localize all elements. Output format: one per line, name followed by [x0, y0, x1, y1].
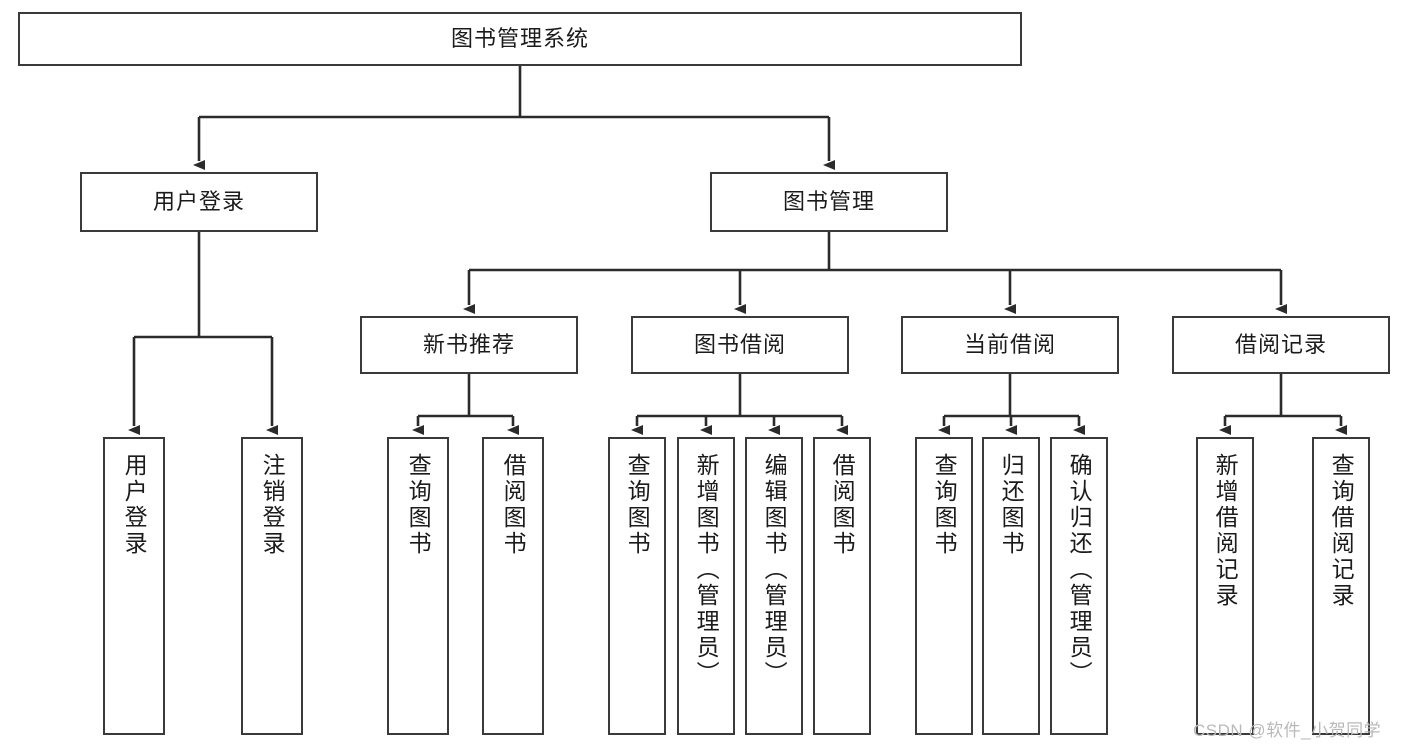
node-leaf-edit-book[interactable]: 编辑图书（管理员）	[745, 437, 803, 735]
node-leaf-borrow-book-bo[interactable]: 借阅图书	[813, 437, 871, 735]
node-label: 新增借阅记录	[1212, 453, 1239, 609]
node-label: 借阅图书	[829, 453, 856, 557]
node-root[interactable]: 图书管理系统	[18, 12, 1022, 66]
node-leaf-return-book[interactable]: 归还图书	[982, 437, 1040, 735]
node-label: 归还图书	[998, 453, 1025, 557]
node-label: 编辑图书（管理员）	[761, 453, 788, 687]
node-borrow-record[interactable]: 借阅记录	[1172, 316, 1390, 374]
node-leaf-query-book-cur[interactable]: 查询图书	[915, 437, 973, 735]
node-label: 借阅记录	[1234, 331, 1327, 357]
node-leaf-query-book-rec[interactable]: 查询图书	[387, 437, 449, 735]
node-current-borrow[interactable]: 当前借阅	[901, 316, 1119, 374]
node-label: 查询图书	[405, 453, 432, 557]
node-label: 图书借阅	[693, 331, 786, 357]
node-book-borrow[interactable]: 图书借阅	[631, 316, 849, 374]
node-leaf-confirm-return[interactable]: 确认归还（管理员）	[1050, 437, 1108, 735]
node-leaf-add-record[interactable]: 新增借阅记录	[1196, 437, 1254, 735]
node-label: 查询借阅记录	[1328, 453, 1355, 609]
node-leaf-logout[interactable]: 注销登录	[241, 437, 303, 735]
node-label: 借阅图书	[500, 453, 527, 557]
node-label: 用户登录	[152, 188, 245, 214]
node-label: 新增图书（管理员）	[693, 453, 720, 687]
node-leaf-add-book[interactable]: 新增图书（管理员）	[677, 437, 735, 735]
node-label: 当前借阅	[963, 331, 1056, 357]
node-leaf-borrow-book-rec[interactable]: 借阅图书	[482, 437, 544, 735]
node-new-book-recommend[interactable]: 新书推荐	[360, 316, 578, 374]
node-label: 图书管理	[782, 188, 875, 214]
node-label: 查询图书	[931, 453, 958, 557]
node-label: 查询图书	[624, 453, 651, 557]
node-leaf-user-login[interactable]: 用户登录	[103, 437, 165, 735]
node-label: 图书管理系统	[450, 25, 589, 51]
node-leaf-query-record[interactable]: 查询借阅记录	[1312, 437, 1370, 735]
node-leaf-query-book-bo[interactable]: 查询图书	[608, 437, 666, 735]
node-book-manage[interactable]: 图书管理	[710, 172, 948, 232]
node-label: 确认归还（管理员）	[1066, 453, 1093, 687]
node-user-login[interactable]: 用户登录	[80, 172, 318, 232]
node-label: 注销登录	[259, 453, 286, 557]
node-label: 用户登录	[121, 453, 148, 557]
node-label: 新书推荐	[422, 331, 515, 357]
